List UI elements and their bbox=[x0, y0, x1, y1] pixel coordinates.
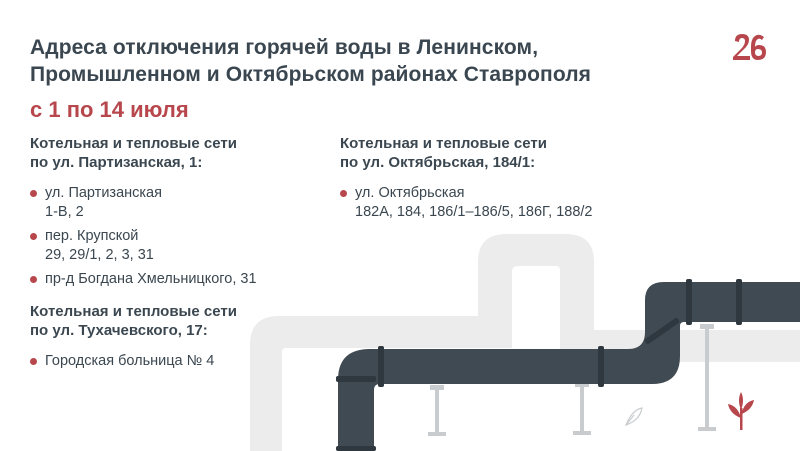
bullet-icon bbox=[30, 233, 37, 240]
bullet-icon bbox=[30, 276, 37, 283]
bullet-icon bbox=[340, 190, 347, 197]
leaf-sketch-icon bbox=[624, 407, 643, 427]
address-list: ул. Октябрьская 182А, 184, 186/1–186/5, … bbox=[340, 184, 640, 222]
light-pipes bbox=[250, 234, 800, 451]
right-column: Котельная и тепловые сети по ул. Октябрь… bbox=[340, 134, 640, 227]
section-heading: Котельная и тепловые сети по ул. Тухачев… bbox=[30, 303, 237, 339]
bullet-icon bbox=[30, 358, 37, 365]
list-item: Городская больница № 4 bbox=[30, 352, 320, 371]
address-list: Городская больница № 4 bbox=[30, 352, 320, 371]
sprout-icon bbox=[728, 392, 754, 430]
section-tukhachevskogo: Котельная и тепловые сети по ул. Тухачев… bbox=[30, 302, 320, 371]
list-item: пер. Крупской 29, 29/1, 2, 3, 31 bbox=[30, 227, 320, 265]
dark-pipe bbox=[336, 279, 800, 451]
title-line-2: Промышленном и Октябрьском районах Ставр… bbox=[30, 63, 592, 86]
logo-icon bbox=[733, 34, 766, 60]
address-list: ул. Партизанская 1-В, 2 пер. Крупской 29… bbox=[30, 184, 320, 289]
date-range: с 1 по 14 июля bbox=[30, 97, 189, 122]
list-item: ул. Октябрьская 182А, 184, 186/1–186/5, … bbox=[340, 184, 640, 222]
page-title: Адреса отключения горячей воды в Ленинск… bbox=[30, 34, 670, 88]
section-heading: Котельная и тепловые сети по ул. Октябрь… bbox=[340, 135, 547, 171]
section-partizanskaya: Котельная и тепловые сети по ул. Партиза… bbox=[30, 134, 320, 289]
list-item: пр-д Богдана Хмельницкого, 31 bbox=[30, 270, 320, 289]
section-oktyabrskaya: Котельная и тепловые сети по ул. Октябрь… bbox=[340, 134, 640, 222]
list-item: ул. Партизанская 1-В, 2 bbox=[30, 184, 320, 222]
title-line-1: Адреса отключения горячей воды в Ленинск… bbox=[30, 36, 539, 59]
pipe-supports bbox=[428, 324, 716, 436]
left-column: Котельная и тепловые сети по ул. Партиза… bbox=[30, 134, 320, 376]
logo-26 bbox=[732, 32, 768, 62]
bullet-icon bbox=[30, 190, 37, 197]
section-heading: Котельная и тепловые сети по ул. Партиза… bbox=[30, 135, 237, 171]
